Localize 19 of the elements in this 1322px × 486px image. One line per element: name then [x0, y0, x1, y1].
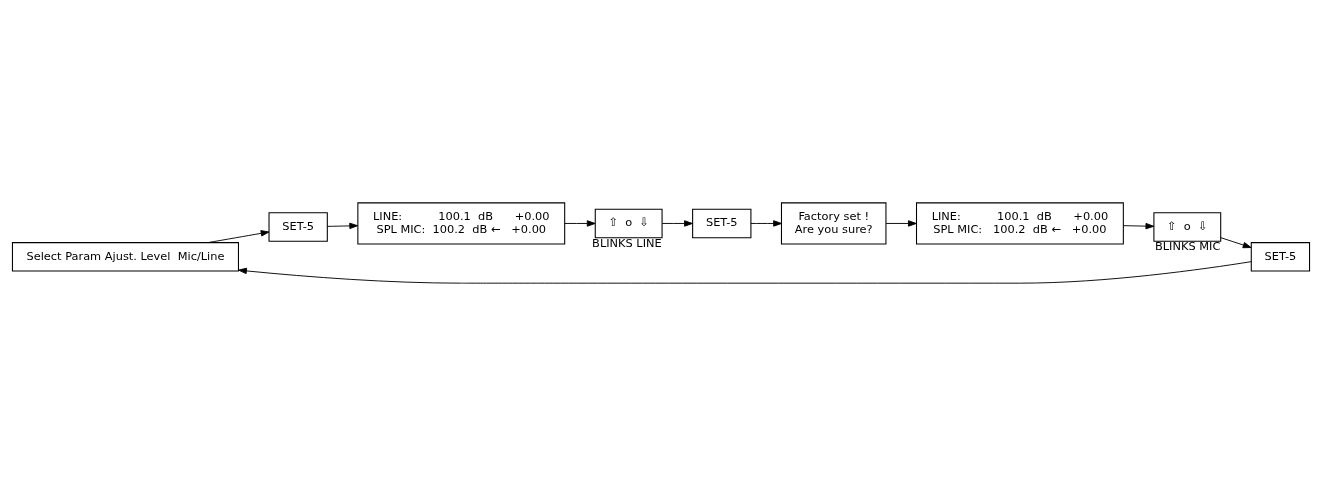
node-box: ⇧ o ⇩: [594, 208, 663, 239]
node-box: LINE: 100.1 dB +0.00 SPL MIC: 100.2 dB ← +0.00: [357, 202, 566, 245]
arrow: [238, 261, 1252, 284]
node-box: SET-5: [1250, 242, 1311, 272]
arrow: [885, 220, 917, 227]
arrow: [326, 222, 359, 230]
node-label: BLINKS MIC: [1155, 239, 1221, 254]
arrow: [1122, 222, 1155, 230]
arrow: [207, 230, 270, 244]
arrow: [661, 220, 693, 227]
node-box: ⇧ o ⇩: [1153, 212, 1222, 242]
node-box: SET-5: [692, 208, 752, 239]
arrow: [564, 220, 596, 227]
node-box: Factory set ! Are you sure?: [780, 202, 887, 245]
arrow: [1220, 237, 1252, 249]
node-box: LINE: 100.1 dB +0.00 SPL MIC: 100.2 dB ← +0.00: [915, 202, 1124, 245]
arrow: [750, 220, 782, 227]
node-box: SET-5: [268, 212, 328, 242]
node-box: Select Param Ajust. Level Mic/Line: [11, 242, 239, 272]
